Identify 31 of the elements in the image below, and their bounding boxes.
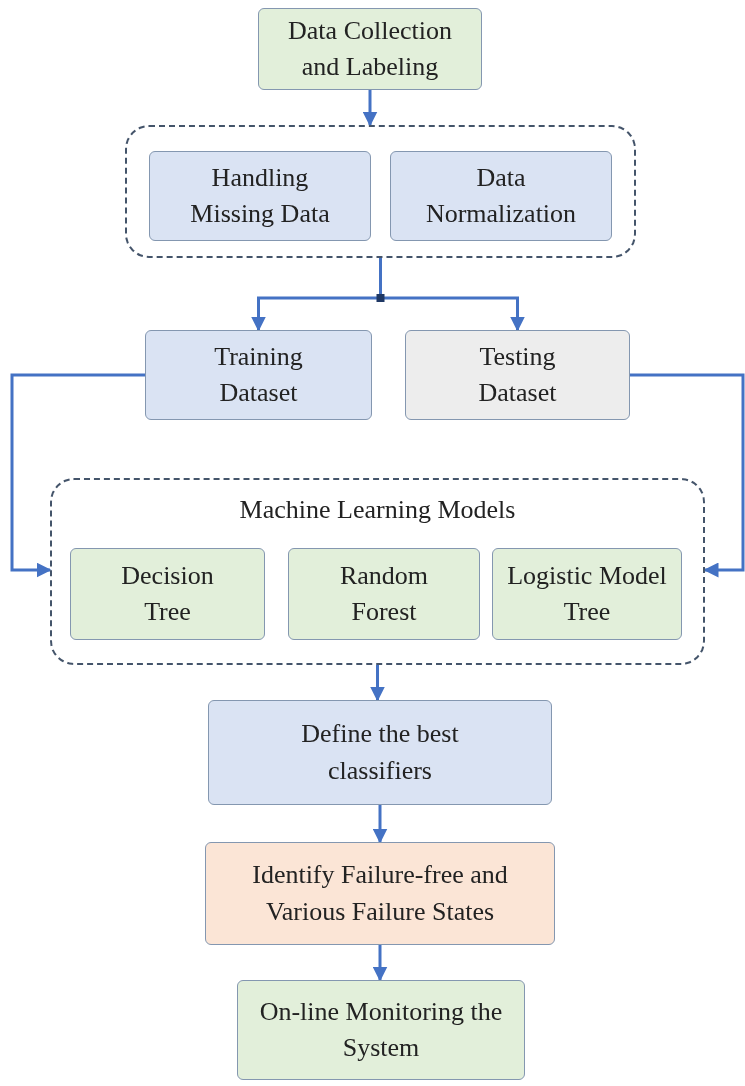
arrow	[630, 373, 745, 578]
box-label: Identify Failure-free and Various Failure States	[251, 859, 509, 928]
process-box	[70, 548, 265, 640]
box-label: Testing Dataset	[477, 340, 558, 409]
process-box	[288, 548, 480, 640]
box-label: Data Normalization	[424, 161, 578, 230]
process-box	[390, 151, 612, 241]
group-title: Machine Learning Models	[238, 494, 517, 526]
box-label: On-line Monitoring the System	[258, 995, 504, 1064]
process-box	[205, 842, 555, 945]
process-box	[149, 151, 371, 241]
arrow	[372, 805, 388, 844]
box-label: Decision Tree	[120, 559, 215, 628]
box-label: Handling Missing Data	[189, 161, 331, 230]
box-label: Random Forest	[338, 559, 430, 628]
process-box	[145, 330, 372, 420]
box-label: Logistic Model Tree	[506, 559, 668, 628]
arrow	[370, 665, 385, 702]
process-box	[258, 8, 482, 90]
process-box	[237, 980, 525, 1080]
arrow	[372, 945, 388, 982]
arrow	[10, 373, 145, 578]
process-box	[492, 548, 682, 640]
box-label: Data Collection and Labeling	[287, 14, 453, 83]
dashed-group-box	[50, 478, 705, 665]
process-box	[208, 700, 552, 805]
arrow	[362, 90, 378, 127]
box-label: Training Dataset	[213, 340, 304, 409]
box-label: Define the best classifiers	[300, 718, 460, 787]
dashed-group-box	[125, 125, 636, 258]
process-box	[405, 330, 630, 420]
